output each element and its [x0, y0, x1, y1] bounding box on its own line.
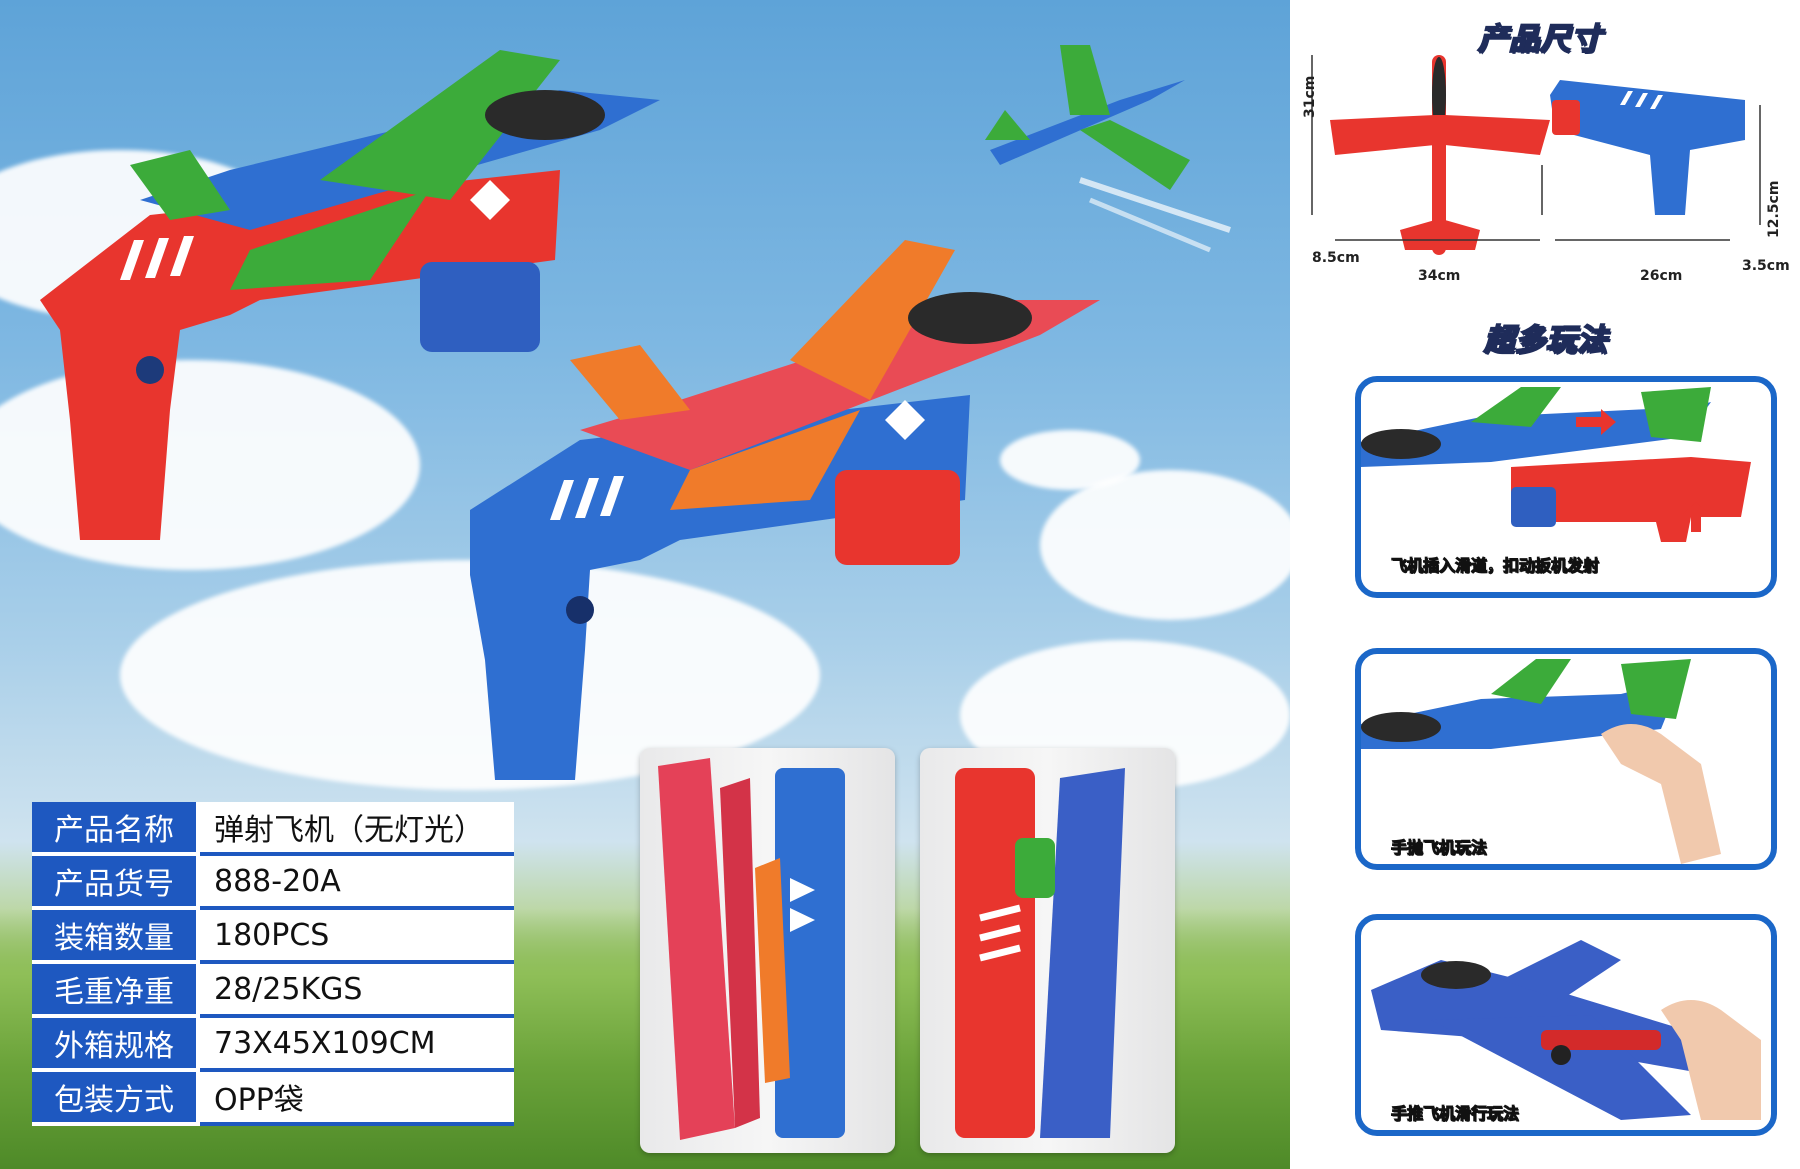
play-caption-2: 手抛飞机玩法: [1390, 838, 1488, 858]
spec-label: 产品货号: [32, 854, 200, 910]
launch-play-icon: [1361, 387, 1751, 542]
hand-throw-icon: [1361, 659, 1721, 864]
flying-plane-icon: [985, 45, 1231, 253]
play-panel-push: 手推飞机滑行玩法: [1355, 914, 1777, 1136]
packaged-toys-icon: [658, 758, 845, 1140]
size-diagram: [1311, 55, 1761, 255]
gun-height-label: 12.5cm: [1766, 180, 1782, 238]
cloud: [1000, 430, 1140, 490]
play-panel-throw: 手抛飞机玩法: [1355, 648, 1777, 870]
spec-value: 28/25KGS: [198, 962, 514, 1018]
play-caption-1: 飞机插入滑道，扣动扳机发射: [1390, 556, 1600, 576]
plane-tail-label: 8.5cm: [1312, 250, 1360, 266]
gun-length-label: 26cm: [1640, 268, 1683, 284]
spec-value: OPP袋: [198, 1070, 514, 1126]
spec-label: 产品名称: [32, 802, 200, 856]
spec-value: 888-20A: [198, 854, 514, 910]
cloud: [1040, 470, 1290, 620]
play-section-title: 超多玩法: [1483, 322, 1608, 359]
spec-value: 弹射飞机（无灯光）: [198, 802, 514, 856]
plane-height-label: 31cm: [1302, 75, 1318, 118]
launcher-side-view-icon: [1550, 80, 1745, 215]
size-section-title: 产品尺寸: [1477, 21, 1602, 58]
hand-push-icon: [1371, 940, 1761, 1120]
red-launcher-icon: [40, 170, 560, 540]
toy-illustration: [40, 45, 1231, 780]
blue-launcher-icon: [470, 395, 970, 780]
spec-value: 180PCS: [198, 908, 514, 964]
spec-label: 包装方式: [32, 1070, 200, 1126]
packaged-toys-icon: [955, 768, 1125, 1138]
play-caption-3: 手推飞机滑行玩法: [1390, 1104, 1520, 1124]
spec-label: 外箱规格: [32, 1016, 200, 1072]
blue-plane-icon: [130, 50, 660, 290]
gun-depth-label: 3.5cm: [1742, 258, 1790, 274]
spec-label: 装箱数量: [32, 908, 200, 964]
plane-width-label: 34cm: [1418, 268, 1461, 284]
red-plane-icon: [570, 240, 1100, 510]
package-bag-red-plane: [640, 748, 895, 1153]
spec-value: 73X45X109CM: [198, 1016, 514, 1072]
play-panel-launch: 飞机插入滑道，扣动扳机发射: [1355, 376, 1777, 598]
spec-row: 产品名称弹射飞机（无灯光）: [32, 802, 514, 856]
spec-label: 毛重净重: [32, 962, 200, 1018]
plane-top-view-icon: [1330, 55, 1550, 255]
package-bag-blue-plane: [920, 748, 1175, 1153]
